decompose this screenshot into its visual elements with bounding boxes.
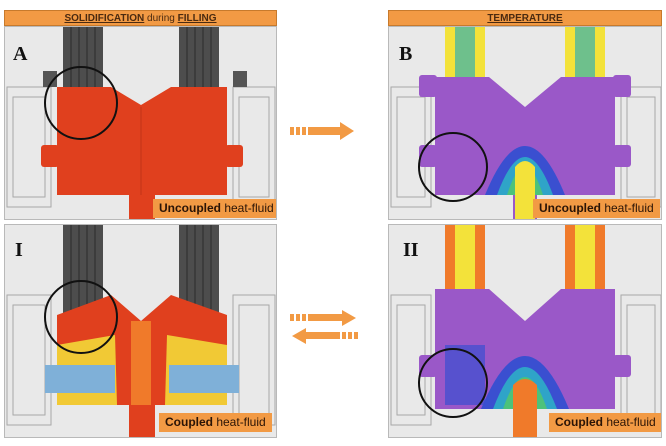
panel-a: A Uncoupled heat-fluid [4, 26, 277, 220]
highlight-circle [418, 132, 488, 202]
right-pipe [179, 27, 219, 97]
arrow-right [308, 310, 356, 326]
right-arrow [290, 122, 354, 140]
right-header: TEMPERATURE [388, 10, 662, 26]
panel-a-drawing [6, 27, 276, 219]
panel-a-caption-rest: heat-fluid [221, 201, 274, 215]
casting-red [57, 87, 227, 219]
panel-i-caption-bold: Coupled [165, 415, 213, 429]
bidirectional-arrows [290, 310, 358, 344]
panel-b-caption-bold: Uncoupled [539, 201, 601, 215]
panel-ii-caption-rest: heat-fluid [603, 415, 656, 429]
panel-b-drawing [390, 27, 661, 219]
panel-a-caption-bold: Uncoupled [159, 201, 221, 215]
panel-i-label: I [15, 239, 23, 261]
left-pipe [63, 27, 103, 97]
right-header-title: TEMPERATURE [487, 13, 563, 24]
panel-ii-drawing [390, 225, 661, 437]
panel-ii-caption: Coupled heat-fluid [549, 413, 661, 432]
highlight-circle [44, 280, 118, 354]
panel-ii-label: II [403, 239, 419, 261]
panel-b-caption: Uncoupled heat-fluid [533, 199, 660, 218]
left-header-during: during [144, 13, 178, 24]
panel-a-label: A [13, 43, 28, 65]
highlight-circle [418, 348, 488, 418]
panel-a-caption: Uncoupled heat-fluid [153, 199, 276, 218]
panel-b: B Uncoupled heat-fluid [388, 26, 662, 220]
panel-b-label: B [399, 43, 413, 65]
left-header-filling: FILLING [177, 13, 217, 24]
panel-ii: II Coupled heat-fluid [388, 224, 662, 438]
panel-i-drawing [6, 225, 276, 437]
panel-ii-caption-bold: Coupled [555, 415, 603, 429]
panel-i-caption-rest: heat-fluid [213, 415, 266, 429]
panel-b-caption-rest: heat-fluid [601, 201, 654, 215]
panel-i-caption: Coupled heat-fluid [159, 413, 272, 432]
highlight-circle [44, 66, 118, 140]
arrow-left [292, 328, 340, 344]
left-header-solidification: SOLIDIFICATION [64, 13, 145, 24]
left-header: SOLIDIFICATION during FILLING [4, 10, 277, 26]
panel-i: I Coupled heat-fluid [4, 224, 277, 438]
